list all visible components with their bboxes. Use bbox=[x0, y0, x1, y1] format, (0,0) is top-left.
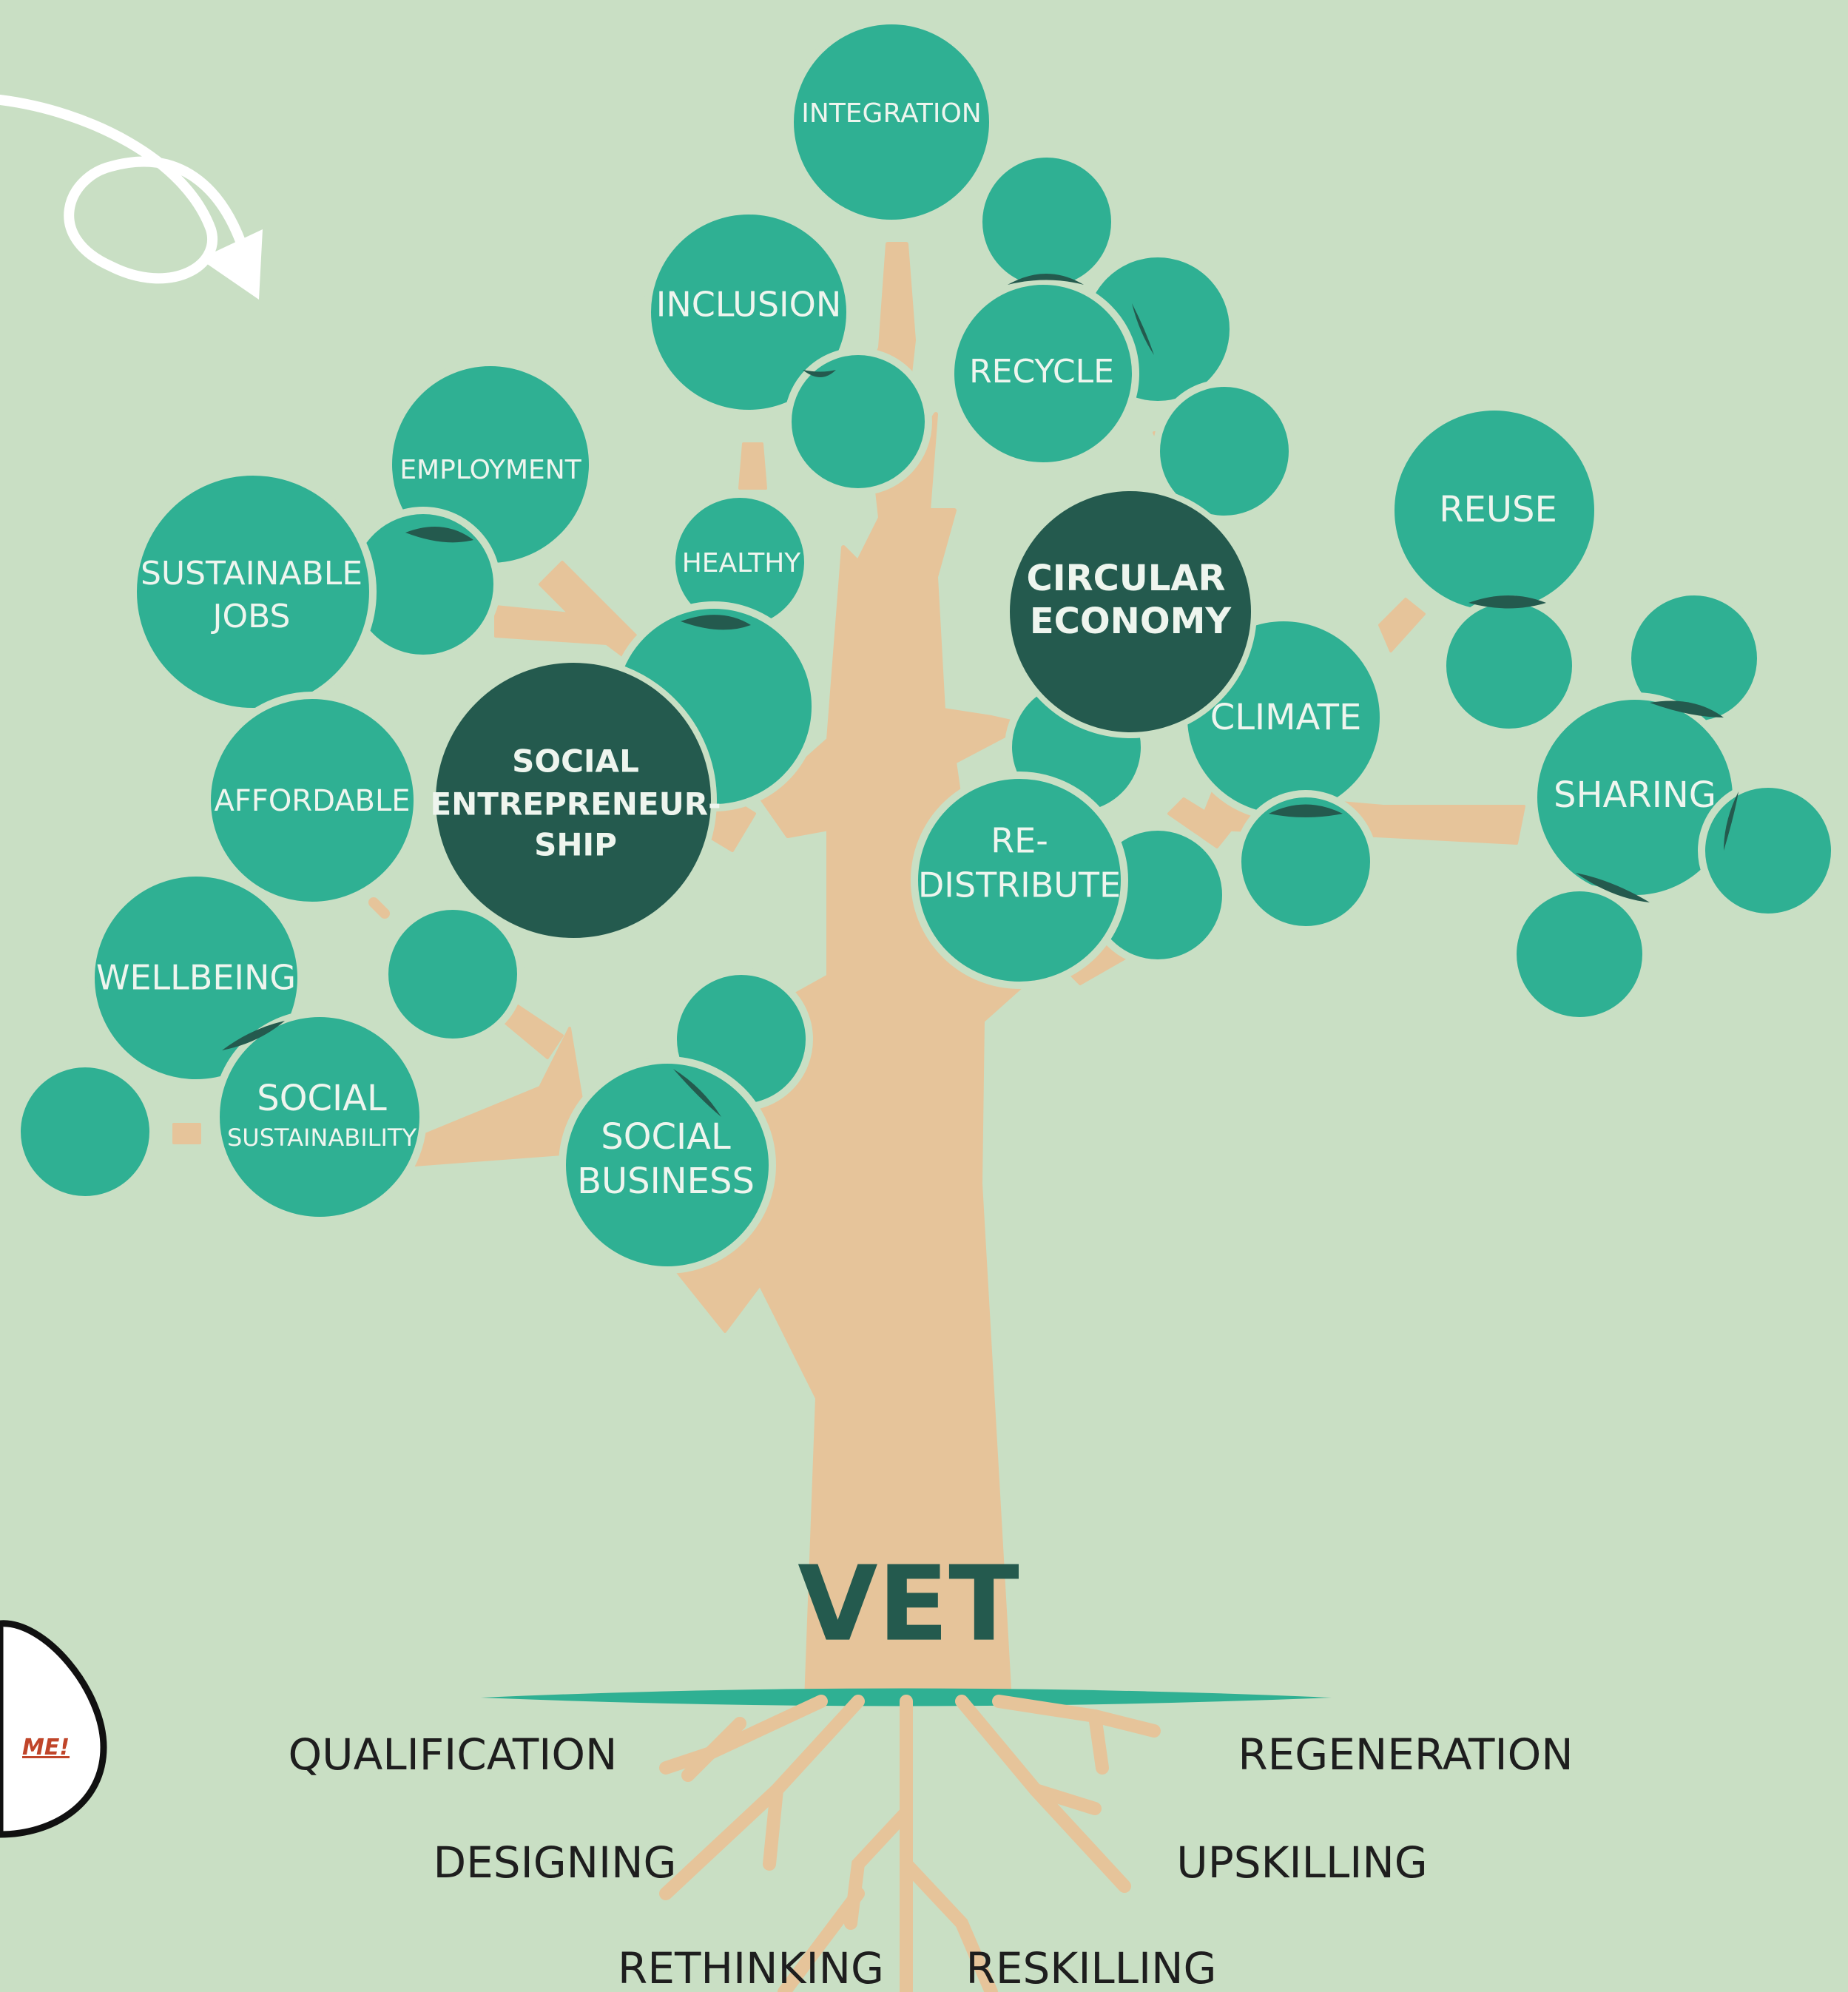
root-rethinking: RETHINKING bbox=[618, 1943, 884, 1992]
root-regeneration: REGENERATION bbox=[1238, 1729, 1573, 1780]
root-reskilling: RESKILLING bbox=[966, 1943, 1217, 1992]
hub-ce-line-1: CIRCULAR bbox=[1027, 558, 1226, 599]
curly-arrow-icon bbox=[0, 95, 263, 300]
hub-se-line-3: SHIP bbox=[534, 827, 617, 863]
label-recycle: RECYCLE bbox=[969, 353, 1114, 391]
hub-social-entrepreneurship bbox=[430, 657, 717, 944]
label-business: BUSINESS bbox=[577, 1161, 755, 1202]
speech-bubble-text: ME! bbox=[22, 1735, 70, 1760]
hub-se-line-2: ENTREPRENEUR- bbox=[430, 786, 721, 823]
label-sustainable: SUSTAINABLE bbox=[141, 555, 362, 592]
hub-circular-economy bbox=[1004, 485, 1257, 738]
label-climate: CLIMATE bbox=[1210, 697, 1362, 738]
root-qualification: QUALIFICATION bbox=[289, 1729, 618, 1780]
hub-circles bbox=[430, 485, 1257, 944]
label-sustainability: SUSTAINABILITY bbox=[227, 1124, 417, 1152]
hub-ce-line-2: ECONOMY bbox=[1030, 601, 1232, 642]
label-wellbeing: WELLBEING bbox=[96, 958, 296, 998]
label-reuse: REUSE bbox=[1439, 489, 1557, 530]
label-integration: INTEGRATION bbox=[801, 98, 981, 129]
overlap-lenses bbox=[222, 274, 1739, 1117]
label-distribute: DISTRIBUTE bbox=[918, 865, 1121, 905]
label-social-1: SOCIAL bbox=[257, 1078, 387, 1119]
root-labels: QUALIFICATION REGENERATION DESIGNING UPS… bbox=[289, 1729, 1574, 1992]
root-designing: DESIGNING bbox=[434, 1837, 677, 1888]
label-affordable: AFFORDABLE bbox=[214, 784, 410, 818]
roots bbox=[659, 1695, 1161, 1992]
label-healthy: HEALTHY bbox=[682, 548, 802, 578]
leaf-labels: INTEGRATION INCLUSION RECYCLE EMPLOYMENT… bbox=[96, 98, 1716, 1202]
label-employment: EMPLOYMENT bbox=[399, 455, 581, 485]
label-re: RE- bbox=[991, 821, 1048, 861]
speech-bubble: ME! bbox=[0, 1620, 107, 1838]
label-sharing: SHARING bbox=[1554, 774, 1716, 816]
label-inclusion: INCLUSION bbox=[656, 285, 841, 325]
hub-se-line-1: SOCIAL bbox=[512, 743, 639, 780]
label-social-2: SOCIAL bbox=[601, 1116, 731, 1158]
label-jobs: JOBS bbox=[211, 598, 291, 635]
root-upskilling: UPSKILLING bbox=[1176, 1837, 1427, 1888]
hub-labels: SOCIAL ENTREPRENEUR- SHIP CIRCULAR ECONO… bbox=[430, 558, 1232, 863]
trunk-label: VET bbox=[797, 1544, 1019, 1665]
leaf-circles bbox=[13, 17, 1838, 1274]
